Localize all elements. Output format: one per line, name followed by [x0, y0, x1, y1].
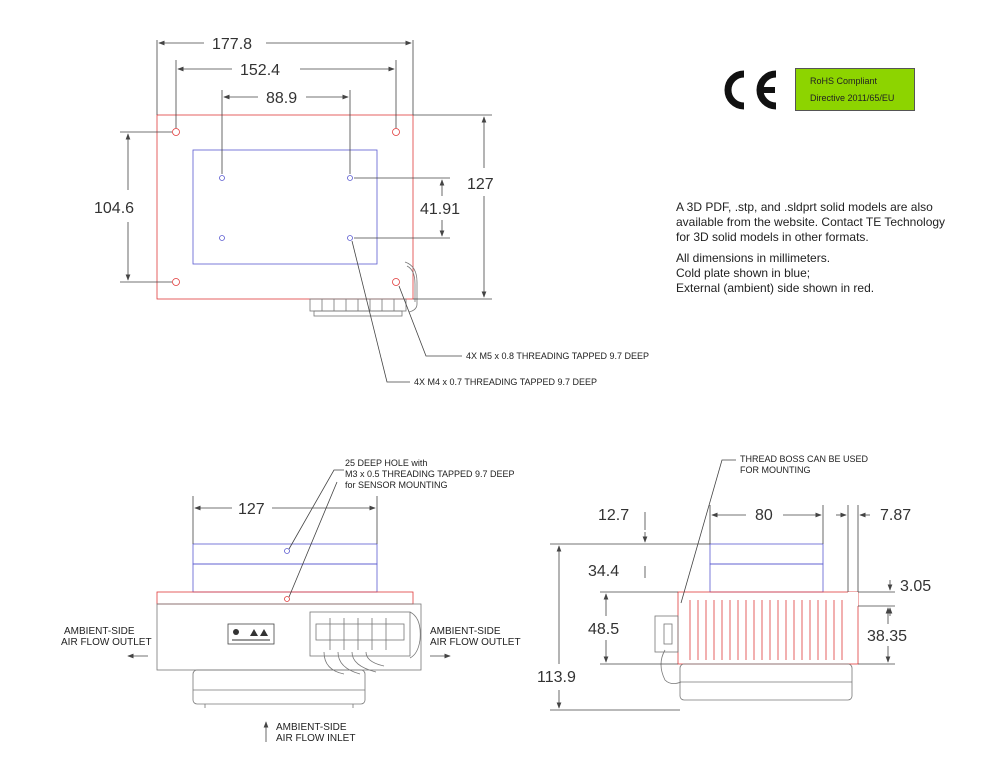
warning-label: [227, 623, 275, 645]
notes-block: A 3D PDF, .stp, and .sldprt solid models…: [676, 200, 946, 296]
models-note: A 3D PDF, .stp, and .sldprt solid models…: [676, 200, 946, 244]
outlet-right-label-1: AMBIENT-SIDE: [430, 626, 501, 637]
top-view-outline: [156, 114, 414, 300]
sensor-note-1: 25 DEEP HOLE with: [345, 458, 427, 468]
m4-hole: [219, 235, 225, 241]
m5-hole: [172, 278, 180, 286]
m4-callout: 4X M4 x 0.7 THREADING TAPPED 9.7 DEEP: [414, 377, 597, 387]
dim-127-height: 127: [467, 176, 494, 193]
sensor-note-2: M3 x 0.5 THREADING TAPPED 9.7 DEEP: [345, 469, 515, 479]
outlet-left-label-1: AMBIENT-SIDE: [64, 626, 135, 637]
m4-hole: [347, 175, 353, 181]
dim-34-4: 34.4: [588, 563, 619, 580]
rohs-line-2: Directive 2011/65/EU: [810, 93, 895, 103]
side-cold-plate: [709, 543, 824, 565]
front-cold-plate: [192, 543, 378, 565]
front-terminal-block: [309, 611, 421, 675]
m4-hole: [347, 235, 353, 241]
ce-mark-icon: [724, 70, 777, 110]
inlet-label-2: AIR FLOW INLET: [276, 733, 355, 744]
front-fan: [192, 669, 366, 705]
dim-41-91: 41.91: [420, 201, 460, 218]
boss-note-2: FOR MOUNTING: [740, 465, 811, 475]
dim-7-87: 7.87: [880, 507, 911, 524]
m4-hole: [219, 175, 225, 181]
dim-152-4: 152.4: [240, 62, 280, 79]
sensor-note-3: for SENSOR MOUNTING: [345, 480, 448, 490]
ambient-side-note: External (ambient) side shown in red.: [676, 281, 875, 295]
units-note: All dimensions in millimeters.: [676, 251, 831, 265]
dim-38-35: 38.35: [867, 628, 907, 645]
cold-plate-note: Cold plate shown in blue;: [676, 266, 811, 280]
dim-80: 80: [755, 507, 773, 524]
dim-88-9: 88.9: [266, 90, 297, 107]
m5-hole: [392, 278, 400, 286]
dim-104-6: 104.6: [94, 200, 134, 217]
outlet-right-label-2: AIR FLOW OUTLET: [430, 637, 521, 648]
inlet-label-1: AMBIENT-SIDE: [276, 722, 347, 733]
outlet-left-label-2: AIR FLOW OUTLET: [61, 637, 152, 648]
dim-177-8: 177.8: [212, 36, 252, 53]
top-view-cold-plate: [192, 149, 378, 265]
dim-127-width: 127: [238, 501, 265, 518]
dim-12-7: 12.7: [598, 507, 629, 524]
side-view: THREAD BOSS CAN BE USED FOR MOUNTING 12.…: [537, 454, 931, 711]
dim-113-9: 113.9: [537, 669, 576, 686]
rohs-line-1: RoHS Compliant: [810, 76, 878, 86]
side-heat-sink: [677, 591, 859, 665]
boss-note-1: THREAD BOSS CAN BE USED: [740, 454, 869, 464]
rohs-badge: RoHS Compliant Directive 2011/65/EU: [795, 68, 915, 111]
dim-48-5: 48.5: [588, 621, 619, 638]
front-housing: [156, 603, 422, 671]
front-view: 25 DEEP HOLE with M3 x 0.5 THREADING TAP…: [61, 458, 521, 744]
m5-hole: [392, 128, 400, 136]
m5-hole: [172, 128, 180, 136]
m5-callout: 4X M5 x 0.8 THREADING TAPPED 9.7 DEEP: [466, 351, 649, 361]
terminal-block: [309, 298, 407, 317]
dim-3-05: 3.05: [900, 578, 931, 595]
top-view: 177.8 152.4 88.9 104.6 127 41.91 4X M5 x…: [94, 36, 649, 387]
